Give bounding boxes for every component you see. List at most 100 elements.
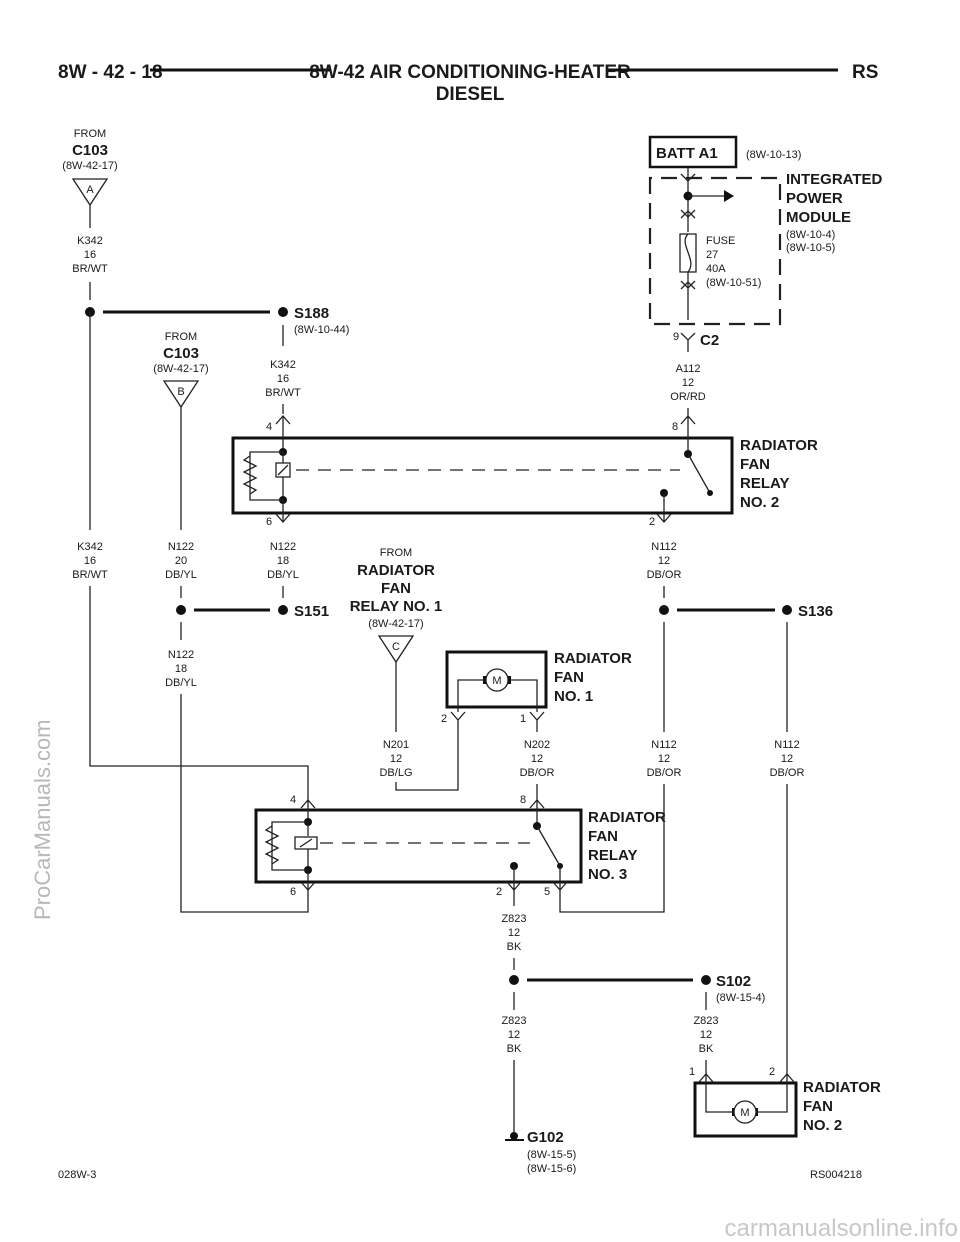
svg-text:12: 12 — [700, 1029, 712, 1041]
svg-text:S188: S188 — [294, 305, 329, 322]
connector-triangle-icon — [162, 380, 200, 409]
svg-text:RADIATOR: RADIATOR — [357, 562, 435, 579]
connector-a: FROM C103 (8W-42-17) A — [62, 128, 118, 207]
page-subtitle: DIESEL — [436, 84, 505, 105]
ipm-pin: 9 — [673, 331, 679, 343]
svg-text:DB/OR: DB/OR — [770, 767, 805, 779]
bottom-watermark: carmanualsonline.info — [725, 1215, 958, 1242]
fuse-label: FUSE 27 40A (8W-10-51) — [706, 235, 761, 289]
wire-label-a112: A112 12 OR/RD — [670, 363, 706, 403]
svg-text:12: 12 — [682, 377, 694, 389]
svg-text:8: 8 — [520, 794, 526, 806]
svg-text:DB/YL: DB/YL — [267, 569, 299, 581]
wire-label-n122-20: N122 20 DB/YL — [165, 541, 197, 581]
svg-text:BR/WT: BR/WT — [72, 263, 108, 275]
svg-text:12: 12 — [390, 753, 402, 765]
svg-text:(8W-42-17): (8W-42-17) — [368, 618, 423, 630]
svg-text:1: 1 — [520, 713, 526, 725]
svg-text:FROM: FROM — [165, 331, 197, 343]
page-title: 8W-42 AIR CONDITIONING-HEATER — [309, 62, 631, 83]
svg-text:(8W-10-4): (8W-10-4) — [786, 229, 835, 241]
svg-text:BK: BK — [507, 941, 522, 953]
svg-text:18: 18 — [277, 555, 289, 567]
svg-text:N201: N201 — [383, 739, 409, 751]
svg-text:RADIATOR: RADIATOR — [740, 437, 818, 454]
svg-text:NO. 1: NO. 1 — [554, 688, 593, 705]
splice-s188: S188 (8W-10-44) — [294, 305, 349, 336]
svg-text:20: 20 — [175, 555, 187, 567]
svg-text:FAN: FAN — [554, 669, 584, 686]
svg-text:16: 16 — [84, 555, 96, 567]
connector-b: FROM C103 (8W-42-17) B — [153, 331, 209, 409]
motor-icon — [485, 668, 509, 692]
svg-text:FAN: FAN — [803, 1098, 833, 1115]
radiator-fan-no-1: RADIATOR FAN NO. 1 — [445, 650, 632, 709]
svg-text:BR/WT: BR/WT — [265, 387, 301, 399]
svg-text:12: 12 — [508, 927, 520, 939]
ipm-connector: C2 — [700, 332, 719, 349]
wire-label-n122-18b: N122 18 DB/YL — [165, 649, 197, 689]
motor-icon — [733, 1100, 757, 1124]
wire-label-n201: N201 12 DB/LG — [379, 739, 412, 779]
svg-text:OR/RD: OR/RD — [670, 391, 706, 403]
svg-text:RELAY NO. 1: RELAY NO. 1 — [350, 598, 443, 615]
svg-text:12: 12 — [508, 1029, 520, 1041]
svg-text:16: 16 — [277, 373, 289, 385]
svg-text:(8W-10-51): (8W-10-51) — [706, 277, 761, 289]
relay-no-2: RADIATOR FAN RELAY NO. 2 — [231, 436, 818, 515]
svg-text:M: M — [492, 675, 501, 687]
svg-text:4: 4 — [266, 421, 272, 433]
svg-text:RADIATOR: RADIATOR — [588, 809, 666, 826]
wire-label-k342-mid: K342 16 BR/WT — [265, 359, 301, 399]
splice-s136: S136 — [798, 603, 833, 620]
svg-text:(8W-42-17): (8W-42-17) — [153, 363, 208, 375]
wire-label-z823-c: Z823 12 BK — [693, 1015, 718, 1055]
svg-text:M: M — [740, 1107, 749, 1119]
resistor-icon — [242, 455, 258, 495]
svg-text:NO. 2: NO. 2 — [740, 494, 779, 511]
svg-text:Z823: Z823 — [501, 1015, 526, 1027]
svg-text:C103: C103 — [72, 142, 108, 159]
radiator-fan-no-2: RADIATOR FAN NO. 2 — [693, 1079, 881, 1138]
svg-text:RELAY: RELAY — [740, 475, 789, 492]
svg-text:12: 12 — [531, 753, 543, 765]
svg-text:Z823: Z823 — [693, 1015, 718, 1027]
wire-label-z823-a: Z823 12 BK — [501, 913, 526, 953]
svg-text:RADIATOR: RADIATOR — [803, 1079, 881, 1096]
svg-text:B: B — [177, 386, 184, 398]
svg-text:(8W-15-6): (8W-15-6) — [527, 1163, 576, 1175]
svg-text:BR/WT: BR/WT — [72, 569, 108, 581]
svg-text:2: 2 — [496, 886, 502, 898]
svg-text:6: 6 — [290, 886, 296, 898]
svg-text:2: 2 — [769, 1066, 775, 1078]
svg-text:FUSE: FUSE — [706, 235, 735, 247]
svg-text:S102: S102 — [716, 973, 751, 990]
svg-text:(8W-10-5): (8W-10-5) — [786, 242, 835, 254]
relay-no-3: RADIATOR FAN RELAY NO. 3 — [254, 808, 666, 884]
svg-text:FROM: FROM — [380, 547, 412, 559]
svg-text:N122: N122 — [168, 541, 194, 553]
svg-text:N112: N112 — [651, 541, 676, 553]
svg-text:FAN: FAN — [740, 456, 770, 473]
svg-text:N202: N202 — [524, 739, 550, 751]
svg-text:DB/LG: DB/LG — [379, 767, 412, 779]
svg-text:6: 6 — [266, 516, 272, 528]
integrated-power-module: INTEGRATED POWER MODULE (8W-10-4) (8W-10… — [648, 171, 883, 326]
svg-text:40A: 40A — [706, 263, 726, 275]
page-header: 8W - 42 - 18 8W-42 AIR CONDITIONING-HEAT… — [58, 62, 878, 105]
svg-text:4: 4 — [290, 794, 296, 806]
svg-text:N112: N112 — [651, 739, 676, 751]
svg-text:G102: G102 — [527, 1129, 564, 1146]
svg-text:2: 2 — [649, 516, 655, 528]
svg-text:DB/YL: DB/YL — [165, 677, 197, 689]
side-watermark: ProCarManuals.com — [30, 719, 55, 920]
svg-text:N122: N122 — [168, 649, 194, 661]
svg-text:NO. 2: NO. 2 — [803, 1117, 842, 1134]
svg-text:K342: K342 — [77, 235, 103, 247]
svg-text:A: A — [86, 184, 94, 196]
svg-text:(8W-10-44): (8W-10-44) — [294, 324, 349, 336]
connector-c: FROM RADIATOR FAN RELAY NO. 1 (8W-42-17)… — [350, 547, 443, 664]
svg-text:FAN: FAN — [588, 828, 618, 845]
svg-text:12: 12 — [658, 753, 670, 765]
